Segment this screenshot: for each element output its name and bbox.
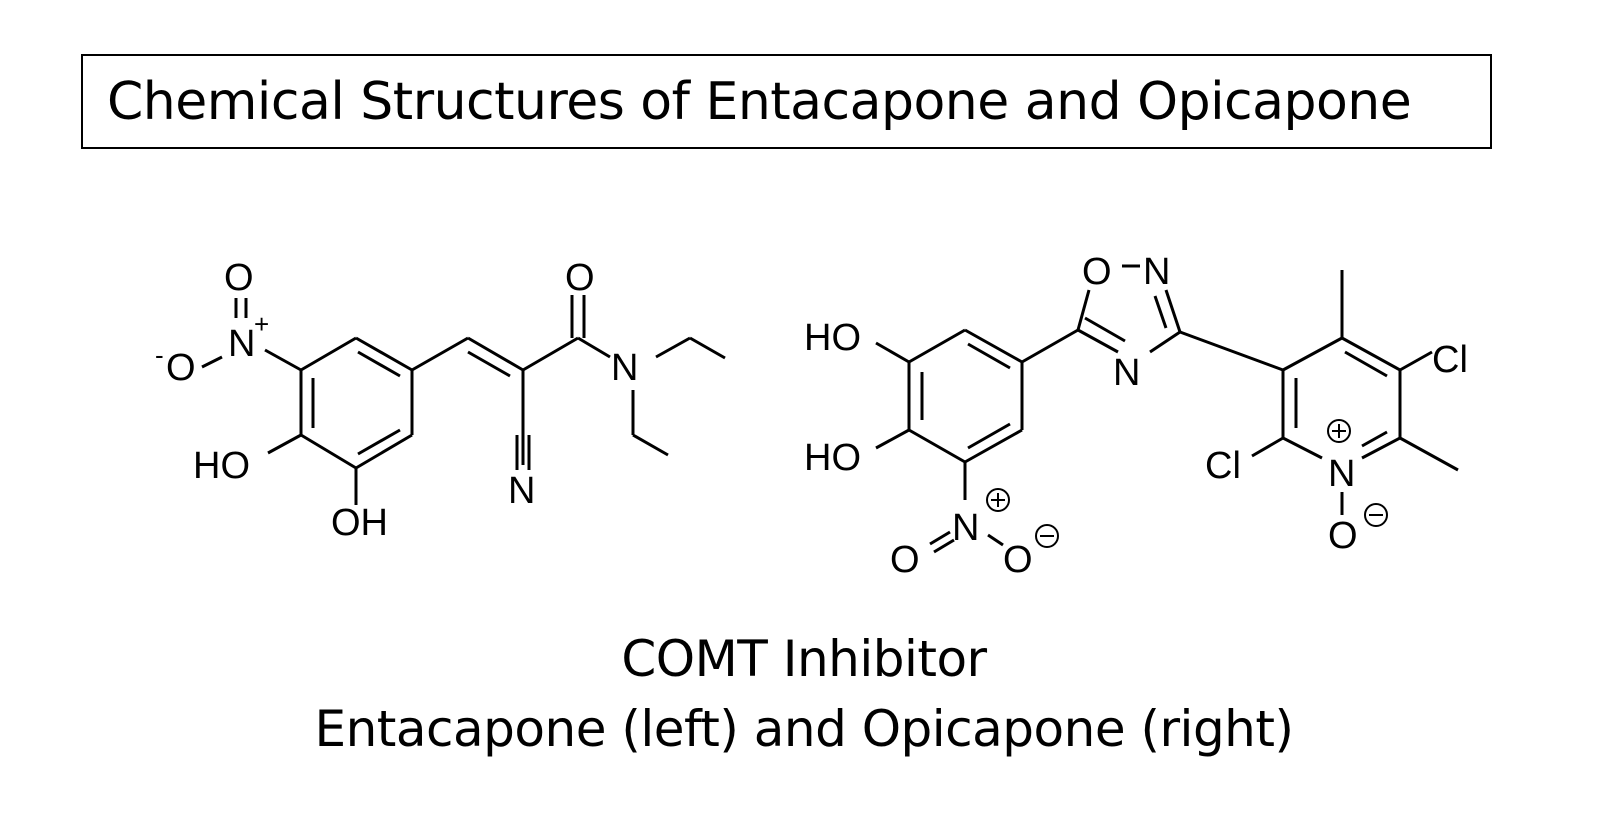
atom-label: Cl	[1205, 445, 1241, 487]
entacapone-structure: O N + O - HO OH N O N	[155, 257, 726, 544]
atom-label: HO	[804, 437, 861, 479]
atom-label: O	[1003, 539, 1033, 581]
atom-label: N	[1113, 352, 1140, 394]
atom-label: O	[1328, 515, 1358, 557]
atom-label: HO	[804, 317, 861, 359]
page-title: Chemical Structures of Entacapone and Op…	[107, 71, 1412, 132]
atom-label: N	[611, 347, 638, 389]
atom-label: OH	[331, 502, 388, 544]
atom-label: O	[565, 257, 595, 299]
atom-label: O	[224, 257, 254, 299]
atom-label: N	[952, 507, 979, 549]
positive-charge-icon	[1327, 419, 1351, 443]
charge-label: -	[155, 340, 164, 370]
atom-label: HO	[193, 445, 250, 487]
atom-label: N	[1143, 251, 1170, 293]
negative-charge-icon	[1364, 503, 1388, 527]
negative-charge-icon	[1035, 524, 1059, 548]
atom-label: Cl	[1432, 339, 1468, 381]
atom-label: N	[1328, 453, 1355, 495]
positive-charge-icon	[986, 488, 1010, 512]
caption-heading: COMT Inhibitor	[621, 630, 987, 688]
opicapone-structure: HO HO N O O O N N	[804, 251, 1468, 581]
atom-label: N	[508, 470, 535, 512]
atom-label: O	[890, 539, 920, 581]
atom-label: O	[1082, 251, 1112, 293]
title-box: Chemical Structures of Entacapone and Op…	[81, 54, 1492, 149]
charge-label: +	[254, 309, 269, 339]
atom-label: N	[228, 323, 255, 365]
atom-label: O	[166, 347, 196, 389]
caption-subheading: Entacapone (left) and Opicapone (right)	[314, 700, 1294, 758]
